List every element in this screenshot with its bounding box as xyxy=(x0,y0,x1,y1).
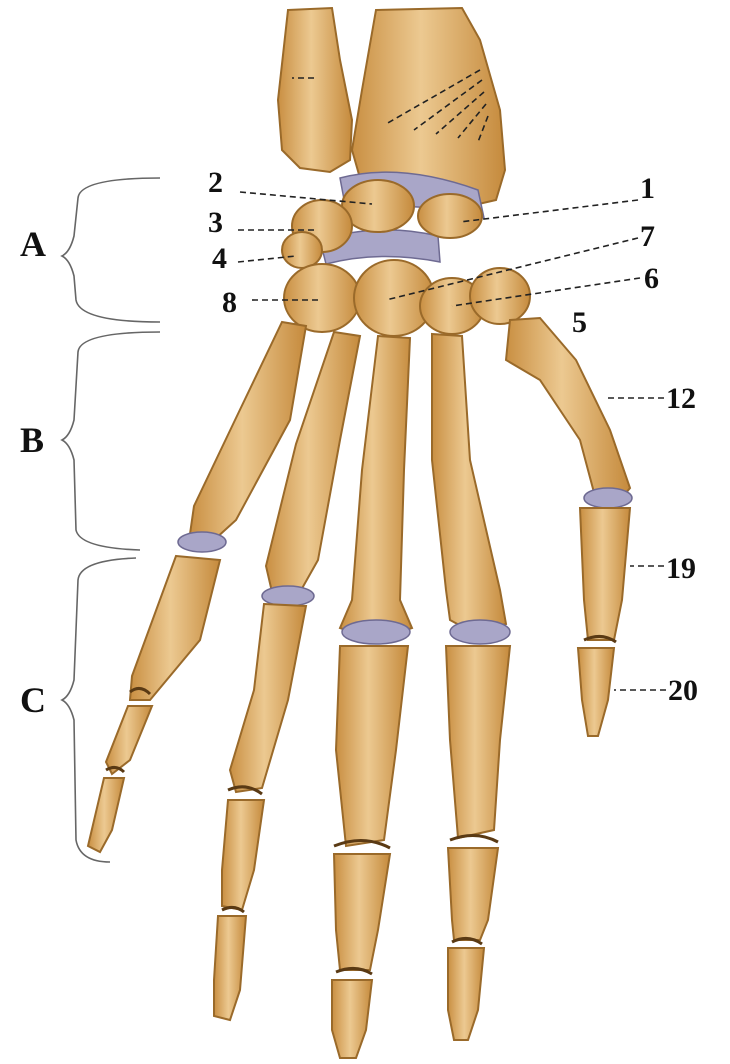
metacarpal-2 xyxy=(432,334,506,632)
label-8: 8 xyxy=(222,286,237,319)
carpal-pisiform xyxy=(282,232,322,268)
group-label-b: B xyxy=(20,420,44,460)
phalanges-ring xyxy=(214,604,306,1020)
label-2: 2 xyxy=(208,166,223,199)
label-5: 5 xyxy=(572,306,587,339)
brace-a xyxy=(62,178,160,322)
ulna xyxy=(278,8,352,172)
label-7: 7 xyxy=(640,220,655,253)
metacarpals xyxy=(190,318,630,640)
group-label-c: C xyxy=(20,680,46,720)
label-12: 12 xyxy=(666,382,696,415)
brace-b xyxy=(62,332,160,550)
phalanges-index xyxy=(446,646,510,1040)
label-19: 19 xyxy=(666,552,696,585)
label-1: 1 xyxy=(640,172,655,205)
metacarpal-1 xyxy=(506,318,630,500)
label-3: 3 xyxy=(208,206,223,239)
carpal-hamate xyxy=(284,264,360,332)
carpal-scaphoid xyxy=(418,194,482,238)
label-6: 6 xyxy=(644,262,659,295)
phalanges-little xyxy=(88,556,220,852)
phalanges-middle xyxy=(332,646,408,1058)
phalanges-thumb xyxy=(578,508,630,736)
label-20: 20 xyxy=(668,674,698,707)
label-4: 4 xyxy=(212,242,227,275)
group-label-a: A xyxy=(20,224,46,264)
group-letter-labels: A B C xyxy=(20,224,46,720)
